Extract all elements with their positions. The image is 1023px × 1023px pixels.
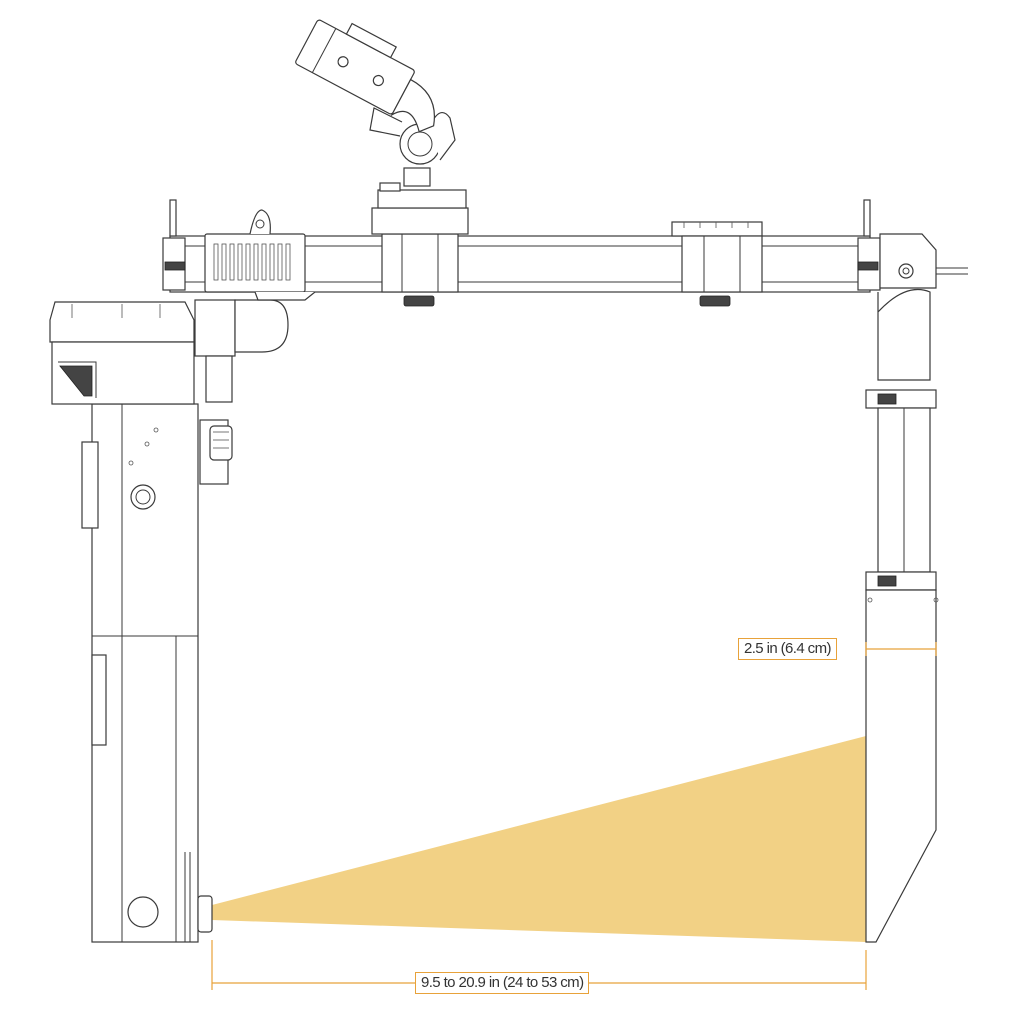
right-vertical-tube [865,233,968,591]
width-dimension-label: 2.5 in (6.4 cm) [738,638,837,660]
left-head-unit [49,299,289,485]
top-rail [162,199,881,301]
vent-slots [213,243,291,281]
range-dimension-label: 9.5 to 20.9 in (24 to 53 cm) [415,972,590,994]
adjustment-range-highlight [212,736,866,942]
center-clamp [369,107,469,307]
width-dimension-line [865,642,937,656]
monitor-arm [295,19,435,133]
left-base-column [81,403,213,943]
right-rail-clamp [671,221,763,307]
right-foot-plate [865,589,939,943]
